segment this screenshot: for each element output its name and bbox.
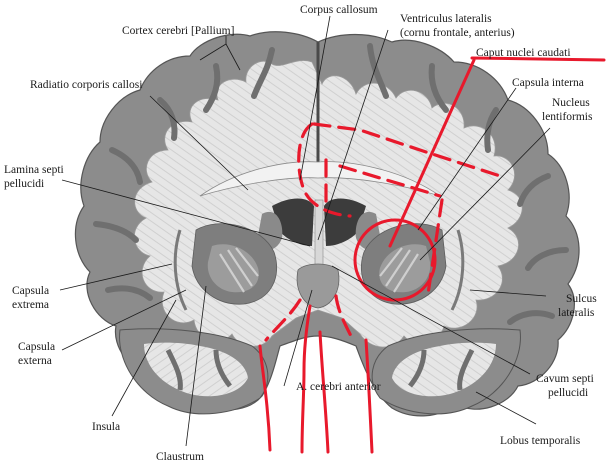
label-capsula-externa-2: externa [18,355,52,367]
leader-lines [59,15,551,447]
label-lamina-septi: Lamina septi [4,164,64,176]
label-cavum-pellucidi: pellucidi [548,387,588,399]
label-capsula-extrema-1: Capsula [12,285,49,297]
label-capsula-extrema-2: extrema [12,299,49,311]
septum-pellucidum [314,199,324,271]
label-radiatio-corporis-callosi: Radiatio corporis callosi [30,79,142,91]
label-ventriculus-lateralis: Ventriculus lateralis [400,13,492,25]
label-pellucidi: pellucidi [4,178,44,190]
label-ventriculus-lateralis-detail: (cornu frontale, anterius) [400,27,515,39]
label-nucleus: Nucleus [552,97,590,109]
label-cavum-septi: Cavum septi [536,373,594,385]
lateral-ventricle-left [272,198,314,246]
label-lateralis: lateralis [558,307,595,319]
lateral-ventricle-right [324,198,366,246]
label-a-cerebri-anterior: A. cerebri anterior [296,381,381,393]
claustrum-left [173,229,188,311]
label-claustrum: Claustrum [156,451,204,462]
label-lobus-temporalis: Lobus temporalis [500,435,581,447]
temporal-lobe-left [119,328,269,415]
label-sulcus: Sulcus [566,293,597,305]
label-lentiformis: lentiformis [542,111,593,123]
lentiform-nucleus-left [191,223,278,305]
claustrum-right [450,229,465,311]
label-capsula-interna: Capsula interna [512,77,584,89]
red-annotations [258,56,606,454]
label-caput-nuclei-caudati: Caput nuclei caudati [476,47,571,59]
label-corpus-callosum: Corpus callosum [300,4,378,16]
structure-labels: Cortex cerebri [Pallium] Corpus callosum… [4,4,597,462]
temporal-lobe-right [371,328,521,415]
label-insula: Insula [92,421,120,433]
lentiform-nucleus-right [360,223,447,305]
label-cortex-cerebri: Cortex cerebri [Pallium] [122,25,234,37]
label-capsula-externa-1: Capsula [18,341,55,353]
